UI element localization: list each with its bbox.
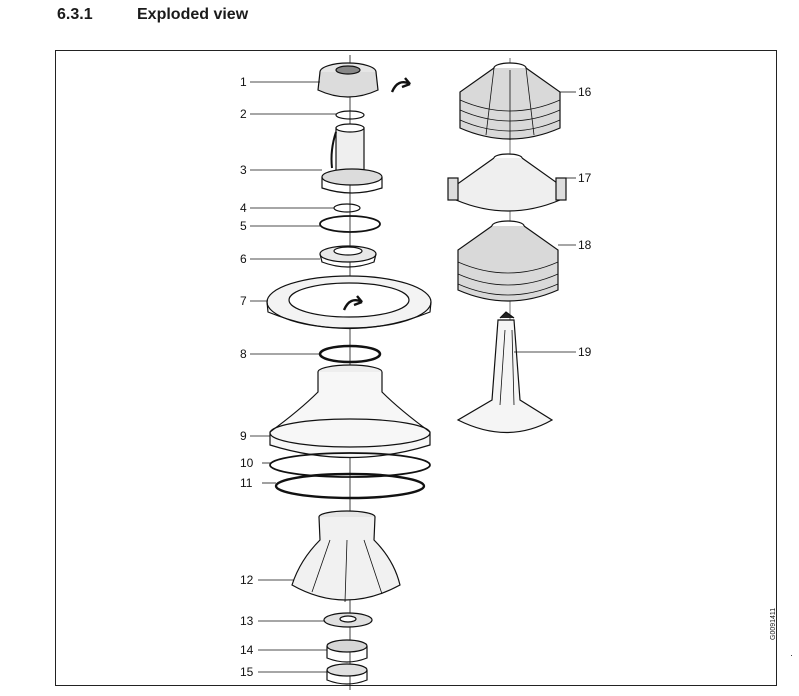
callout-1: 1 [240, 75, 247, 89]
figure-code: G0091411 [770, 607, 777, 640]
callout-16: 16 [578, 85, 592, 99]
section-heading: 6.3.1 Exploded view [57, 6, 248, 24]
section-title: Exploded view [137, 6, 249, 23]
part-9-bowl-hood [269, 364, 431, 459]
callout-14: 14 [240, 643, 254, 657]
part-3-distributor [321, 123, 383, 194]
callout-2: 2 [240, 107, 247, 121]
callout-3: 3 [240, 163, 247, 177]
part-1-cap-nut [317, 62, 379, 98]
callout-11: 11 [240, 476, 253, 490]
part-13-nut [323, 612, 373, 628]
callout-8: 8 [240, 347, 247, 361]
part-6-lock-ring [319, 245, 377, 268]
callout-10: 10 [240, 456, 254, 470]
margin-mark: · [790, 650, 793, 660]
callout-labels: 1 2 3 4 5 6 7 8 9 10 11 12 13 14 15 16 1… [240, 75, 592, 679]
part-18-disc-stack [457, 220, 559, 302]
callout-9: 9 [240, 429, 247, 443]
callout-19: 19 [578, 345, 592, 359]
figure-frame [55, 50, 777, 686]
callout-12: 12 [240, 573, 254, 587]
part-16-disc-stack [459, 62, 561, 140]
callout-17: 17 [578, 171, 592, 185]
callout-5: 5 [240, 219, 247, 233]
part-19-distributor [456, 311, 554, 433]
part-4-ring [333, 203, 361, 213]
part-11-ring [274, 472, 426, 500]
callout-13: 13 [240, 614, 254, 628]
part-17-top-disc [447, 153, 567, 212]
callout-4: 4 [240, 201, 247, 215]
rotate-arrow-lower-icon [342, 295, 363, 311]
callout-7: 7 [240, 294, 247, 308]
part-2-ring [335, 110, 365, 120]
part-10-ring [269, 452, 431, 478]
callout-18: 18 [578, 238, 592, 252]
part-5-o-ring [319, 215, 381, 233]
leader-lines [250, 81, 576, 673]
part-14-15-bottom-assembly [326, 639, 368, 685]
rotate-arrow-top-icon [390, 77, 411, 93]
section-number: 6.3.1 [57, 6, 93, 23]
callout-15: 15 [240, 665, 254, 679]
callout-6: 6 [240, 252, 247, 266]
part-12-distributor-cone [291, 510, 401, 603]
